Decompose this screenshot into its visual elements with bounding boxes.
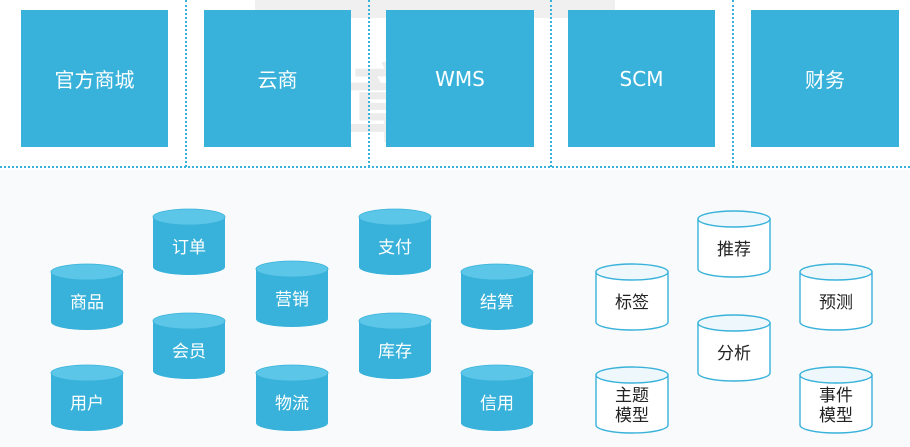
datastore-marketing: 营销 xyxy=(255,260,329,328)
cylinder-icon xyxy=(697,210,771,278)
datastore-label: 支付 xyxy=(378,238,412,259)
cylinder-top xyxy=(358,312,432,330)
datastore-credit: 信用 xyxy=(460,364,534,432)
model-tags: 标签 xyxy=(595,263,669,331)
system-label: 云商 xyxy=(257,68,298,92)
cylinder-icon xyxy=(255,260,329,327)
cylinder-top xyxy=(595,366,669,384)
system-box-mall: 官方商城 xyxy=(21,10,168,147)
system-label: WMS xyxy=(435,66,485,91)
cylinder-top xyxy=(50,263,124,281)
datastore-inventory: 库存 xyxy=(358,312,432,380)
system-label: 官方商城 xyxy=(54,68,135,92)
cylinder-icon xyxy=(152,312,226,379)
system-label: SCM xyxy=(619,66,664,91)
model-topic: 主题 模型 xyxy=(595,366,669,434)
cylinder-icon xyxy=(460,364,534,431)
cylinder-body xyxy=(697,322,771,382)
cylinder-body xyxy=(153,321,225,379)
cylinder-icon xyxy=(595,366,669,434)
datastore-label: 用户 xyxy=(70,394,104,415)
cylinder-icon xyxy=(255,364,329,431)
model-label: 标签 xyxy=(615,293,649,314)
cylinder-top xyxy=(152,312,226,330)
cylinder-body xyxy=(51,373,123,431)
column-divider xyxy=(368,0,370,167)
cylinder-icon xyxy=(50,263,124,330)
cylinder-top xyxy=(255,260,329,278)
cylinder-top xyxy=(697,314,771,332)
cylinder-body xyxy=(359,217,431,275)
datastore-label: 商品 xyxy=(70,293,104,314)
model-label: 主题 模型 xyxy=(615,386,649,426)
cylinder-icon xyxy=(358,208,432,275)
cylinder-body xyxy=(256,269,328,327)
cylinder-body xyxy=(153,217,225,275)
layer-divider xyxy=(0,166,910,168)
cylinder-top xyxy=(460,263,534,281)
model-label: 事件 模型 xyxy=(819,386,853,426)
model-label: 预测 xyxy=(819,293,853,314)
datastore-label: 会员 xyxy=(172,342,206,363)
system-box-finance: 财务 xyxy=(751,10,899,147)
cylinder-icon xyxy=(799,263,873,331)
cylinder-body xyxy=(595,374,669,434)
cylinder-top xyxy=(50,364,124,382)
datastore-label: 物流 xyxy=(275,394,309,415)
cylinder-body xyxy=(799,271,873,331)
cylinder-body xyxy=(595,271,669,331)
datastore-product: 商品 xyxy=(50,263,124,331)
cylinder-icon xyxy=(799,366,873,434)
column-divider xyxy=(185,0,187,167)
datastore-label: 结算 xyxy=(480,293,514,314)
cylinder-icon xyxy=(152,208,226,275)
system-box-scm: SCM xyxy=(568,10,715,147)
cylinder-icon xyxy=(697,314,771,382)
cylinder-top xyxy=(358,208,432,226)
cylinder-body xyxy=(799,374,873,434)
cylinder-body xyxy=(359,321,431,379)
datastore-order: 订单 xyxy=(152,208,226,276)
cylinder-top xyxy=(799,366,873,384)
datastore-label: 库存 xyxy=(378,342,412,363)
cylinder-icon xyxy=(460,263,534,330)
model-analysis: 分析 xyxy=(697,314,771,382)
datastore-payment: 支付 xyxy=(358,208,432,276)
data-layer-panel xyxy=(0,170,910,447)
column-divider xyxy=(732,0,734,167)
datastore-label: 信用 xyxy=(480,394,514,415)
datastore-label: 营销 xyxy=(275,290,309,311)
cylinder-icon xyxy=(358,312,432,379)
datastore-member: 会员 xyxy=(152,312,226,380)
cylinder-top xyxy=(152,208,226,226)
model-forecast: 预测 xyxy=(799,263,873,331)
cylinder-body xyxy=(697,218,771,278)
cylinder-body xyxy=(461,373,533,431)
column-divider xyxy=(550,0,552,167)
cylinder-icon xyxy=(595,263,669,331)
model-label: 分析 xyxy=(717,344,751,365)
model-label: 推荐 xyxy=(717,240,751,261)
cylinder-body xyxy=(51,272,123,330)
model-recommendation: 推荐 xyxy=(697,210,771,278)
cylinder-top xyxy=(460,364,534,382)
cylinder-body xyxy=(461,272,533,330)
system-label: 财务 xyxy=(805,68,845,92)
datastore-settlement: 结算 xyxy=(460,263,534,331)
cylinder-icon xyxy=(50,364,124,431)
cylinder-body xyxy=(256,373,328,431)
datastore-logistics: 物流 xyxy=(255,364,329,432)
cylinder-top xyxy=(799,263,873,281)
system-box-wms: WMS xyxy=(386,10,534,147)
system-box-cloud: 云商 xyxy=(204,10,351,147)
cylinder-top xyxy=(697,210,771,228)
datastore-user: 用户 xyxy=(50,364,124,432)
datastore-label: 订单 xyxy=(172,238,206,259)
cylinder-top xyxy=(595,263,669,281)
cylinder-top xyxy=(255,364,329,382)
model-event: 事件 模型 xyxy=(799,366,873,434)
